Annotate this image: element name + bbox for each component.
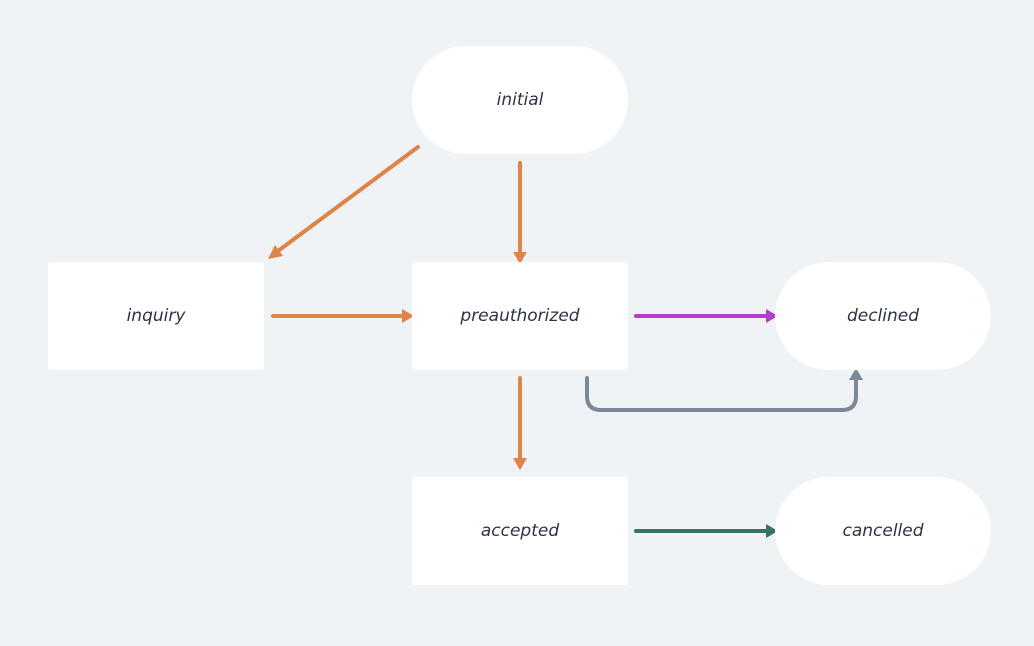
node-accepted-label: accepted: [480, 521, 560, 541]
node-cancelled[interactable]: cancelled: [775, 477, 991, 585]
arrowhead-initial-to-preauthorized: [513, 252, 527, 264]
node-initial[interactable]: initial: [412, 46, 628, 154]
edge-initial-to-inquiry: [276, 145, 420, 253]
node-initial-label: initial: [496, 90, 544, 110]
node-preauthorized[interactable]: preauthorized: [412, 262, 628, 370]
arrowhead-preauthorized-to-declined-loop: [849, 368, 863, 380]
node-declined[interactable]: declined: [775, 262, 991, 370]
node-inquiry[interactable]: inquiry: [48, 262, 264, 370]
arrowhead-initial-to-inquiry: [268, 245, 283, 259]
node-accepted[interactable]: accepted: [412, 477, 628, 585]
arrowhead-preauthorized-to-accepted: [513, 458, 527, 470]
arrowhead-preauthorized-to-declined: [766, 309, 778, 323]
node-preauthorized-label: preauthorized: [460, 306, 580, 326]
arrowhead-inquiry-to-preauthorized: [402, 309, 414, 323]
node-cancelled-label: cancelled: [842, 521, 924, 541]
node-inquiry-label: inquiry: [126, 306, 186, 326]
node-declined-label: declined: [846, 306, 920, 326]
edge-preauthorized-to-declined-loop: [585, 376, 858, 412]
arrowhead-accepted-to-cancelled: [766, 524, 778, 538]
